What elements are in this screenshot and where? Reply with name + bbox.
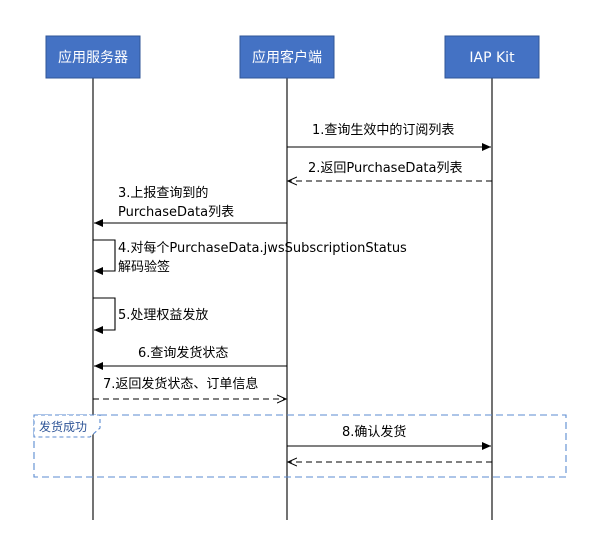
message-2: 2.返回PurchaseData列表 <box>288 161 492 181</box>
frame-delivery-success: 发货成功 <box>33 414 567 478</box>
message-label: 6.查询发货状态 <box>138 345 228 361</box>
self-call-arrow <box>93 239 116 275</box>
message-label: 3.上报查询到的 <box>118 185 208 201</box>
actor-label: 应用服务器 <box>58 49 128 66</box>
actor-iap-kit: IAP Kit <box>444 35 540 79</box>
frame-border <box>33 414 567 478</box>
message-label: 7.返回发货状态、订单信息 <box>103 376 258 392</box>
message-label: 2.返回PurchaseData列表 <box>308 161 462 176</box>
message-label: 解码验签 <box>118 259 170 275</box>
frame-label: 发货成功 <box>39 419 87 434</box>
actor-app-client: 应用客户端 <box>239 35 335 79</box>
message-4: 4.对每个PurchaseData.jwsSubscriptionStatus … <box>93 239 407 275</box>
self-call-arrow <box>93 297 116 334</box>
actor-label: IAP Kit <box>469 50 515 66</box>
message-label: 1.查询生效中的订阅列表 <box>312 122 454 138</box>
actor-label: 应用客户端 <box>252 49 322 66</box>
message-7: 7.返回发货状态、订单信息 <box>93 376 286 399</box>
message-label: 4.对每个PurchaseData.jwsSubscriptionStatus <box>118 240 407 256</box>
message-8: 8.确认发货 <box>287 424 491 450</box>
message-label: PurchaseData列表 <box>118 205 234 220</box>
message-3: 3.上报查询到的 PurchaseData列表 <box>94 185 287 227</box>
message-label: 5.处理权益发放 <box>118 307 208 323</box>
message-1: 1.查询生效中的订阅列表 <box>287 122 491 151</box>
message-6: 6.查询发货状态 <box>94 345 287 370</box>
message-label: 8.确认发货 <box>342 424 406 440</box>
frame-tab <box>33 414 101 438</box>
message-5: 5.处理权益发放 <box>93 297 208 334</box>
actor-app-server: 应用服务器 <box>45 35 141 79</box>
